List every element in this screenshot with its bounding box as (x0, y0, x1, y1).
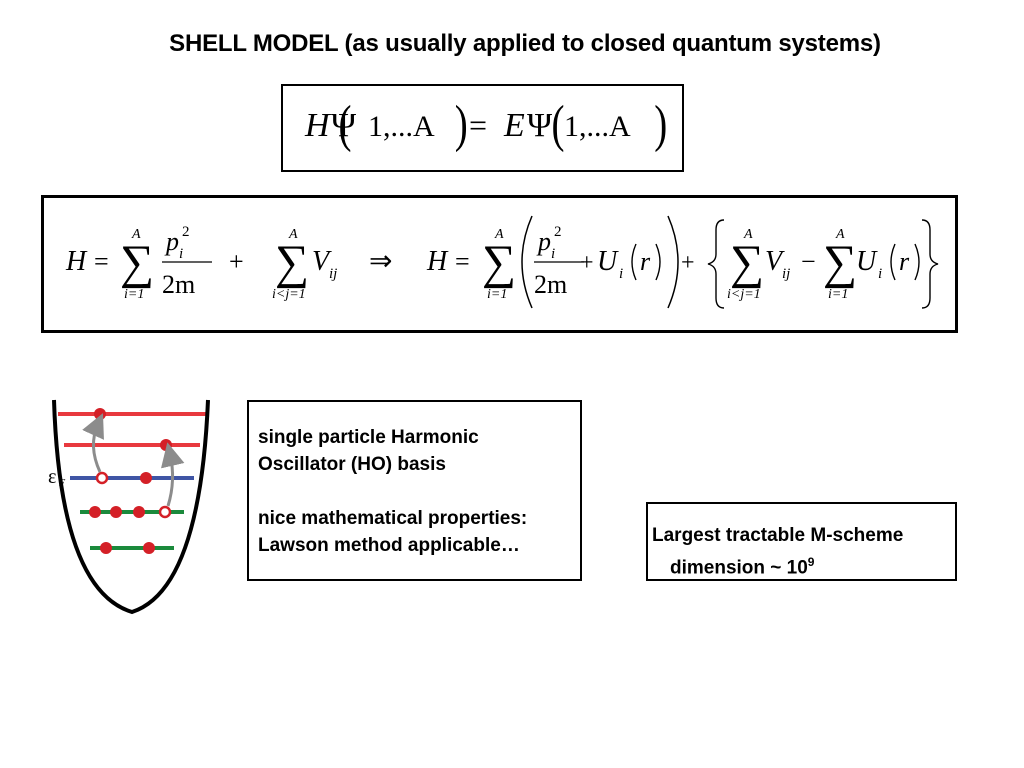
particle (160, 439, 172, 451)
sum-upper-limit: A (835, 227, 845, 242)
hamiltonian-symbol: H (65, 246, 88, 277)
hamiltonian-equation: H = A ∑ i=1 p i 2 2m + A ∑ i<j=1 V ij ⇒ … (65, 215, 939, 309)
psi-symbol: Ψ (331, 107, 356, 144)
sum-lower-limit: i=1 (828, 287, 848, 302)
momentum-superscript: 2 (554, 224, 562, 240)
hamiltonian-symbol: H (426, 246, 449, 277)
summation-sign: ∑ (730, 236, 764, 289)
psi-symbol-rhs: Ψ (527, 107, 552, 144)
fraction-denominator: 2m (534, 270, 567, 299)
fraction-denominator: 2m (162, 270, 195, 299)
equals-sign: = (469, 107, 487, 143)
potential-subscript: ij (782, 266, 790, 282)
momentum-superscript: 2 (182, 224, 190, 240)
particle (89, 506, 101, 518)
plus-sign: + (229, 247, 244, 276)
note-line: Oscillator (HO) basis (258, 454, 446, 475)
sum-lower-limit: i=1 (487, 287, 507, 302)
left-paren-small (631, 243, 637, 281)
hamiltonian-equation-box: H = A ∑ i=1 p i 2 2m + A ∑ i<j=1 V ij ⇒ … (41, 195, 958, 333)
mean-field-symbol: U (856, 246, 878, 277)
potential-symbol: V (765, 246, 785, 277)
mean-field-subscript: i (878, 266, 882, 282)
minus-sign: − (801, 247, 816, 276)
schrodinger-equation: H Ψ ( 1,...A ) = E Ψ ( 1,...A ) (304, 95, 667, 153)
equals-sign: = (94, 247, 109, 276)
note-line: Lawson method applicable… (258, 535, 520, 556)
hole (158, 505, 172, 519)
sum-upper-limit: A (131, 227, 141, 242)
right-paren-small (655, 243, 661, 281)
dimension-note: Largest tractable M-scheme dimension ~ 1… (646, 502, 957, 581)
fermi-energy-subscript: F (58, 478, 66, 489)
plus-sign: + (681, 250, 695, 276)
excitation-arrow (161, 442, 185, 507)
psi-args: 1,...A (368, 110, 435, 143)
right-paren-small (914, 243, 920, 281)
right-curly-brace (921, 219, 939, 309)
ho-basis-note: single particle Harmonic Oscillator (HO)… (247, 400, 582, 581)
note-line: nice mathematical properties: (258, 508, 528, 529)
sum-upper-limit: A (743, 227, 753, 242)
slide-title: SHELL MODEL (as usually applied to close… (169, 30, 881, 57)
energy-symbol: E (503, 107, 525, 144)
left-paren-rhs: ( (552, 95, 565, 153)
mean-field-symbol: U (597, 246, 619, 277)
sum-upper-limit: A (494, 227, 504, 242)
ho-level-diagram: ε F (48, 399, 210, 615)
summation-sign: ∑ (482, 236, 516, 289)
particle (133, 506, 145, 518)
left-paren-small (890, 243, 896, 281)
excitation-arrow (82, 413, 104, 473)
particle (110, 506, 122, 518)
right-big-paren (667, 215, 679, 309)
radius-symbol: r (640, 247, 651, 276)
plus-sign: + (580, 250, 594, 276)
summation-sign: ∑ (275, 236, 309, 289)
sum-upper-limit: A (288, 227, 298, 242)
equals-sign: = (455, 247, 470, 276)
mean-field-subscript: i (619, 266, 623, 282)
potential-subscript: ij (329, 266, 337, 282)
particle (143, 542, 155, 554)
implies-arrow: ⇒ (369, 246, 392, 277)
sum-lower-limit: i=1 (124, 287, 144, 302)
momentum-symbol: p (536, 227, 551, 256)
right-paren: ) (455, 95, 468, 153)
left-paren: ( (339, 95, 352, 153)
note-line: Largest tractable M-scheme (652, 525, 904, 546)
summation-sign: ∑ (823, 236, 857, 289)
harmonic-potential-curve (52, 399, 210, 615)
particle (100, 542, 112, 554)
hole (95, 471, 109, 485)
hamiltonian-symbol: H (304, 107, 332, 144)
momentum-subscript: i (179, 246, 183, 262)
sum-lower-limit: i<j=1 (272, 287, 306, 302)
radius-symbol: r (899, 247, 910, 276)
momentum-symbol: p (164, 227, 179, 256)
sum-lower-limit: i<j=1 (727, 287, 761, 302)
schrodinger-equation-box: H Ψ ( 1,...A ) = E Ψ ( 1,...A ) (281, 84, 684, 172)
particle (94, 408, 106, 420)
note-line: dimension ~ 109 (670, 555, 815, 579)
particle (140, 472, 152, 484)
left-curly-brace (707, 219, 725, 309)
psi-args-rhs: 1,...A (564, 110, 631, 143)
right-paren-rhs: ) (654, 95, 667, 153)
momentum-subscript: i (551, 246, 555, 262)
note-line: single particle Harmonic (258, 427, 479, 448)
potential-symbol: V (312, 246, 332, 277)
fermi-energy-label: ε (48, 466, 56, 488)
left-big-paren (521, 215, 533, 309)
summation-sign: ∑ (120, 236, 154, 289)
